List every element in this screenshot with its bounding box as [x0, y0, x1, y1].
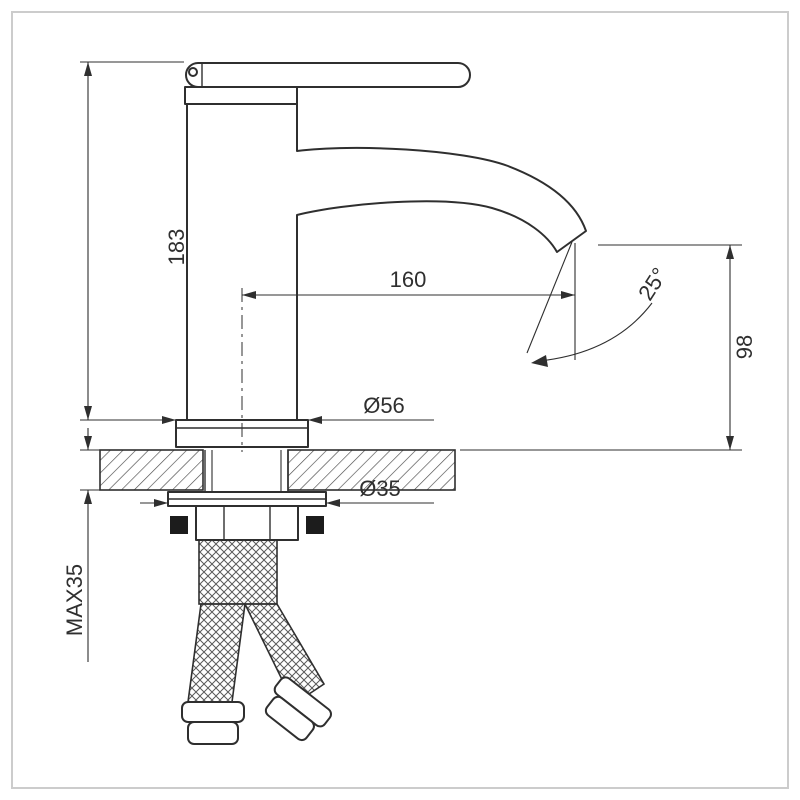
mounting-shank: [204, 450, 289, 492]
dim-spout-reach: 160: [242, 267, 575, 299]
dim-spout-angle: 25°: [526, 241, 672, 367]
hose-nut-right: [264, 676, 333, 742]
supply-hose-left: [187, 603, 246, 703]
mounting-hex-nut: [195, 505, 299, 541]
handle-pivot-circle: [188, 67, 198, 77]
faucet-handle: [185, 62, 471, 88]
mounting-bolt-right: [306, 516, 324, 534]
dim-hole-diameter: Ø35: [140, 476, 434, 507]
dim-outlet-height: 98: [460, 244, 757, 451]
dim-max-thickness-label: MAX35: [62, 564, 87, 636]
countertop-left-section: [99, 449, 204, 491]
dim-spout-reach-label: 160: [390, 267, 427, 292]
hose-nut-left: [181, 701, 245, 745]
dim-spout-angle-label: 25°: [633, 263, 672, 305]
countertop-section: [99, 449, 456, 491]
dim-height-label: 183: [164, 229, 189, 266]
dim-base-diameter-label: Ø56: [363, 393, 405, 418]
faucet-body-and-spout: [186, 103, 587, 421]
dim-outlet-height-label: 98: [732, 335, 757, 359]
mounting-washer-plate: [167, 491, 327, 507]
hose-manifold: [198, 539, 278, 605]
dim-hole-diameter-label: Ø35: [359, 476, 401, 501]
faucet-collar: [184, 86, 298, 105]
mounting-bolt-left: [170, 516, 188, 534]
dim-height: 183: [80, 61, 189, 421]
countertop-right-section: [287, 449, 456, 491]
dim-base-diameter: Ø56: [140, 393, 434, 424]
dim-max-thickness: MAX35: [62, 428, 100, 662]
supply-hose-right: [243, 603, 326, 706]
page-border: [11, 11, 789, 789]
